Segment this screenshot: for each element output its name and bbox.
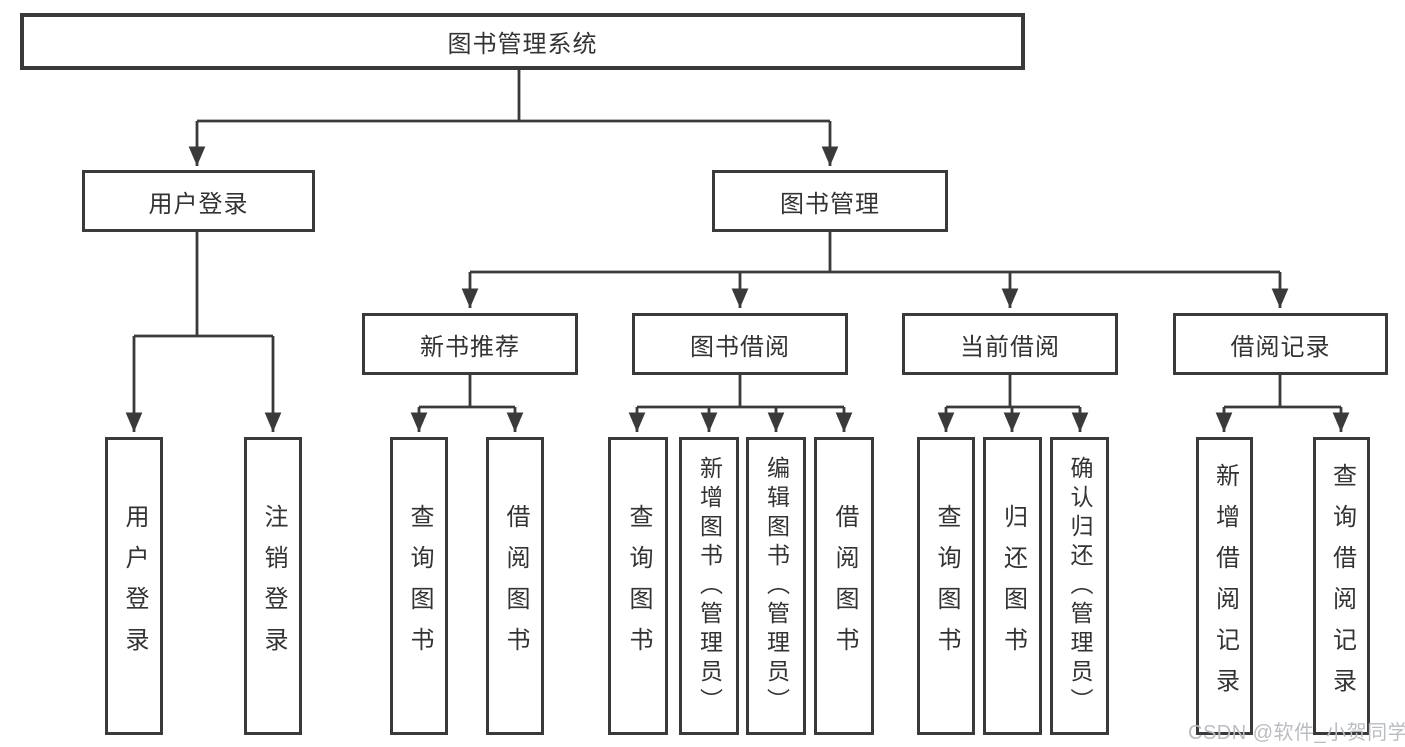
node-root-label: 图书管理系统: [447, 31, 598, 58]
leaf-borrow-query-books: 查询图书: [608, 437, 668, 735]
leaf-current-query-books-label: 查询图书: [933, 504, 960, 668]
node-root: 图书管理系统: [20, 13, 1025, 70]
node-new-book-recommend: 新书推荐: [362, 313, 578, 375]
leaf-current-return-books: 归还图书: [983, 437, 1042, 735]
leaf-records-add-record: 新增借阅记录: [1196, 437, 1253, 735]
node-book-borrow-label: 图书借阅: [690, 333, 790, 361]
leaf-user-login: 用户登录: [105, 437, 163, 735]
node-user-login-label: 用户登录: [148, 190, 249, 218]
node-borrow-records: 借阅记录: [1173, 313, 1388, 375]
node-current-borrow: 当前借阅: [902, 313, 1118, 375]
leaf-borrow-borrow-books-label: 借阅图书: [831, 504, 858, 668]
leaf-recommend-query-books: 查询图书: [390, 437, 448, 735]
leaf-borrow-edit-books-admin-label: 编辑图书（管理员）: [763, 455, 790, 717]
node-book-management-label: 图书管理: [780, 190, 880, 218]
leaf-recommend-query-books-label: 查询图书: [406, 504, 433, 668]
leaf-records-query-record-label: 查询借阅记录: [1328, 463, 1356, 709]
leaf-logout-label: 注销登录: [260, 504, 287, 668]
leaf-borrow-edit-books-admin: 编辑图书（管理员）: [746, 437, 806, 735]
leaf-borrow-add-books-admin: 新增图书（管理员）: [679, 437, 739, 735]
leaf-current-confirm-return-admin: 确认归还（管理员）: [1050, 437, 1109, 735]
watermark: CSDN @软件_小贺同学: [1188, 722, 1405, 744]
node-new-book-recommend-label: 新书推荐: [420, 333, 520, 361]
node-borrow-records-label: 借阅记录: [1230, 333, 1331, 361]
leaf-borrow-add-books-admin-label: 新增图书（管理员）: [696, 455, 723, 717]
node-user-login: 用户登录: [82, 170, 315, 232]
leaf-logout: 注销登录: [244, 437, 302, 735]
leaf-user-login-label: 用户登录: [121, 504, 148, 668]
leaf-current-query-books: 查询图书: [917, 437, 975, 735]
node-book-borrow: 图书借阅: [632, 313, 848, 375]
node-current-borrow-label: 当前借阅: [960, 333, 1060, 361]
leaf-current-return-books-label: 归还图书: [999, 504, 1027, 668]
leaf-borrow-query-books-label: 查询图书: [625, 504, 652, 668]
leaf-records-add-record-label: 新增借阅记录: [1211, 463, 1239, 709]
leaf-borrow-borrow-books: 借阅图书: [814, 437, 874, 735]
leaf-records-query-record: 查询借阅记录: [1313, 437, 1370, 735]
leaf-recommend-borrow-books: 借阅图书: [486, 437, 544, 735]
leaf-current-confirm-return-admin-label: 确认归还（管理员）: [1067, 455, 1093, 717]
node-book-management: 图书管理: [712, 170, 948, 232]
leaf-recommend-borrow-books-label: 借阅图书: [502, 504, 529, 668]
